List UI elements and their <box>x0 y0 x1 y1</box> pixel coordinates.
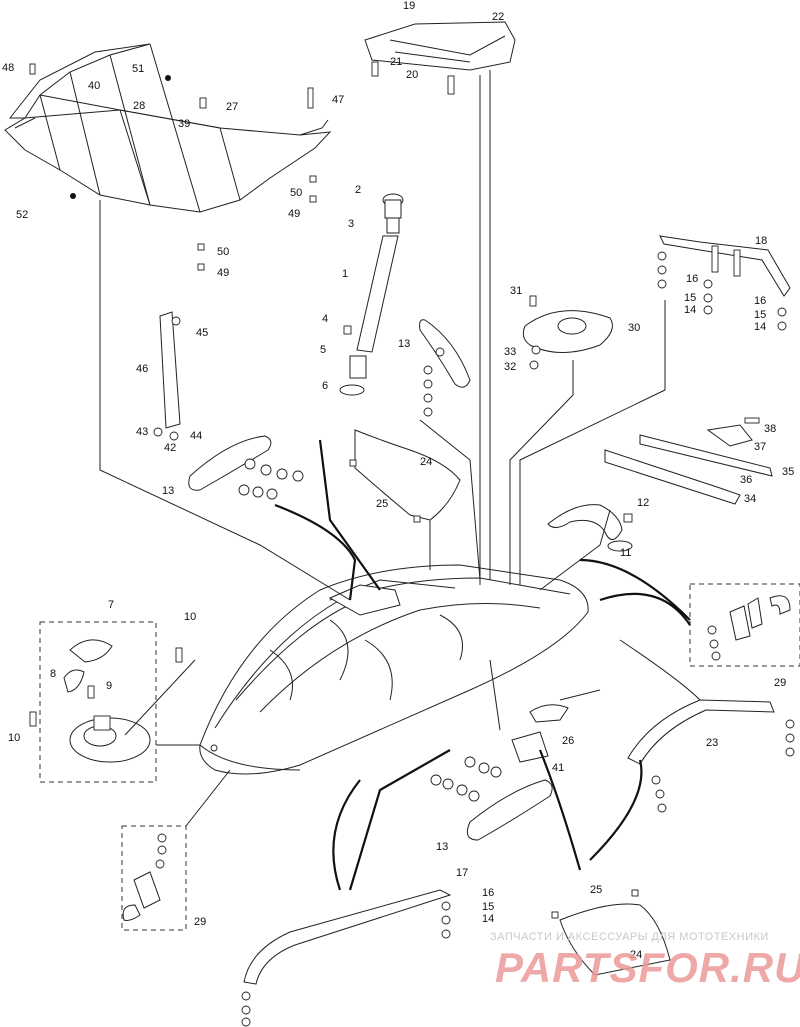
label-32: 32 <box>504 361 516 373</box>
label-24a: 24 <box>420 456 432 468</box>
rear-rail-16-18 <box>657 235 791 331</box>
label-14c: 14 <box>482 913 494 925</box>
label-33: 33 <box>504 346 516 358</box>
bow-light <box>29 639 196 763</box>
label-20: 20 <box>406 69 418 81</box>
label-30: 30 <box>628 322 640 334</box>
part-51-dot <box>165 75 171 81</box>
label-24b: 24 <box>630 949 642 961</box>
label-43: 43 <box>136 426 148 438</box>
label-25a: 25 <box>376 498 388 510</box>
label-7: 7 <box>108 599 114 611</box>
label-42: 42 <box>164 442 176 454</box>
tow-eye-group-box-left <box>121 825 187 931</box>
label-10b: 10 <box>8 732 20 744</box>
label-31: 31 <box>510 285 522 297</box>
label-47: 47 <box>332 94 344 106</box>
label-38: 38 <box>764 423 776 435</box>
label-14b: 14 <box>754 321 766 333</box>
label-12: 12 <box>637 497 649 509</box>
label-1: 1 <box>342 268 348 280</box>
label-3: 3 <box>348 218 354 230</box>
label-50a: 50 <box>290 187 302 199</box>
cleat-upper-left <box>188 435 304 500</box>
label-46: 46 <box>136 363 148 375</box>
label-11: 11 <box>620 547 631 559</box>
label-25b: 25 <box>590 884 602 896</box>
pad-26 <box>529 704 569 723</box>
part-52-dot <box>70 193 76 199</box>
label-44: 44 <box>190 430 202 442</box>
label-26: 26 <box>562 735 574 747</box>
seat-base-plate <box>522 295 613 370</box>
connector-lines <box>99 70 701 891</box>
label-41: 41 <box>552 762 564 774</box>
cleat-top-mid <box>419 319 471 417</box>
ski-pole <box>153 311 181 441</box>
label-29b: 29 <box>194 916 206 928</box>
label-6: 6 <box>322 380 328 392</box>
label-28: 28 <box>133 100 145 112</box>
label-17: 17 <box>456 867 468 879</box>
label-8: 8 <box>50 668 56 680</box>
label-10a: 10 <box>184 611 196 623</box>
label-13c: 13 <box>436 841 448 853</box>
label-16b: 16 <box>754 295 766 307</box>
label-39: 39 <box>178 118 190 130</box>
watermark-subtitle: ЗАПЧАСТИ И АКСЕССУАРЫ ДЛЯ МОТОТЕХНИКИ <box>490 931 769 943</box>
label-13b: 13 <box>162 485 174 497</box>
top-rack <box>364 21 516 95</box>
bow-light-group-box <box>39 621 157 783</box>
label-49a: 49 <box>288 208 300 220</box>
label-9: 9 <box>106 680 112 692</box>
seat-cushion-upper <box>349 429 461 523</box>
label-16c: 16 <box>482 887 494 899</box>
label-5: 5 <box>320 344 326 356</box>
label-15b: 15 <box>754 309 766 321</box>
grab-handle <box>547 504 633 552</box>
label-2: 2 <box>355 184 361 196</box>
hardware-27-49-50 <box>29 63 317 271</box>
label-29a: 29 <box>774 677 786 689</box>
rail-mounts <box>604 417 773 505</box>
grab-rail-23 <box>627 699 795 813</box>
windshield <box>4 43 332 213</box>
label-21: 21 <box>390 56 402 68</box>
label-19: 19 <box>403 0 415 12</box>
tow-eye-right <box>707 595 791 661</box>
label-51: 51 <box>132 63 144 75</box>
pad-41 <box>511 731 549 763</box>
label-15c: 15 <box>482 901 494 913</box>
label-4: 4 <box>322 313 328 325</box>
boat-hull <box>199 564 589 775</box>
label-36: 36 <box>740 474 752 486</box>
label-16a: 16 <box>686 273 698 285</box>
label-18: 18 <box>755 235 767 247</box>
label-34: 34 <box>744 493 756 505</box>
label-49b: 49 <box>217 267 229 279</box>
label-48: 48 <box>2 62 14 74</box>
label-14a: 14 <box>684 304 696 316</box>
seat-cushion-lower <box>551 889 671 976</box>
tow-eye-left <box>122 833 167 921</box>
label-27: 27 <box>226 101 238 113</box>
label-35: 35 <box>782 466 794 478</box>
grab-rail-17 <box>241 889 452 1027</box>
label-40: 40 <box>88 80 100 92</box>
part-labels: 19 22 21 20 48 51 40 47 28 27 39 2 50 52… <box>2 0 794 961</box>
label-37: 37 <box>754 441 766 453</box>
tower-post <box>339 193 404 396</box>
label-15a: 15 <box>684 292 696 304</box>
label-45: 45 <box>196 327 208 339</box>
watermark-logo: PARTSFOR.RU <box>495 944 800 991</box>
label-13a: 13 <box>398 338 410 350</box>
label-23: 23 <box>706 737 718 749</box>
cleat-lower-mid <box>430 756 553 841</box>
label-50b: 50 <box>217 246 229 258</box>
label-52: 52 <box>16 209 28 221</box>
label-22: 22 <box>492 11 504 23</box>
